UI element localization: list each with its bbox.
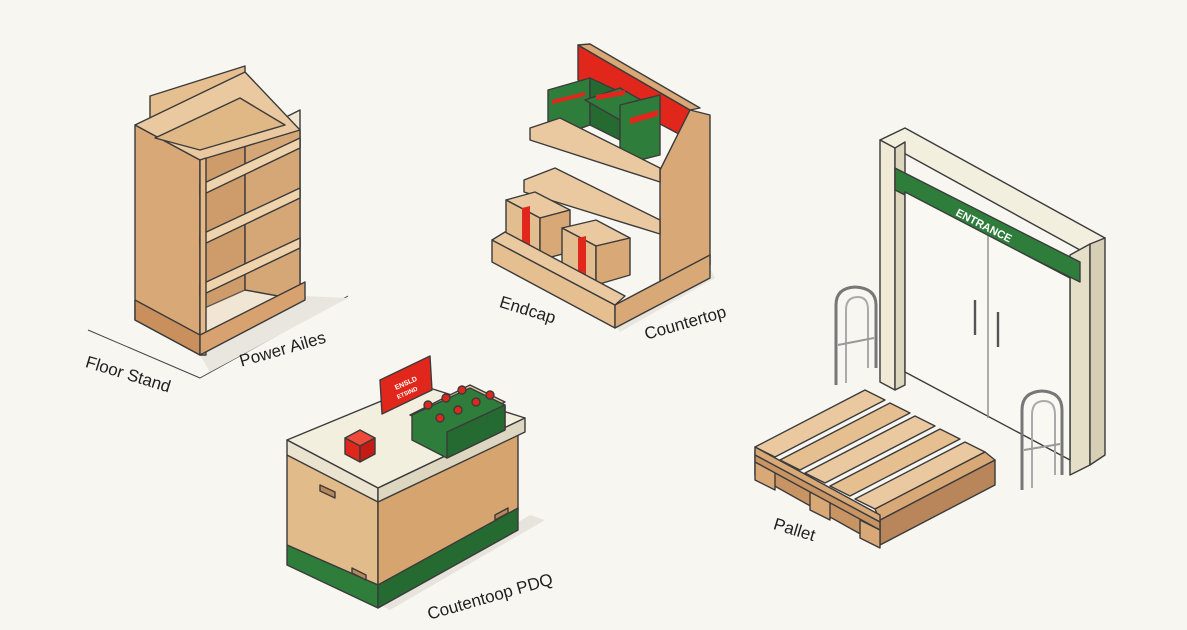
floor-stand — [87, 65, 349, 379]
endcap-display — [491, 43, 715, 332]
countertop-pdq: ENSLD ETSIND — [286, 355, 545, 610]
pallet — [754, 389, 996, 549]
store-entrance: ENTRANCE — [834, 127, 1106, 490]
